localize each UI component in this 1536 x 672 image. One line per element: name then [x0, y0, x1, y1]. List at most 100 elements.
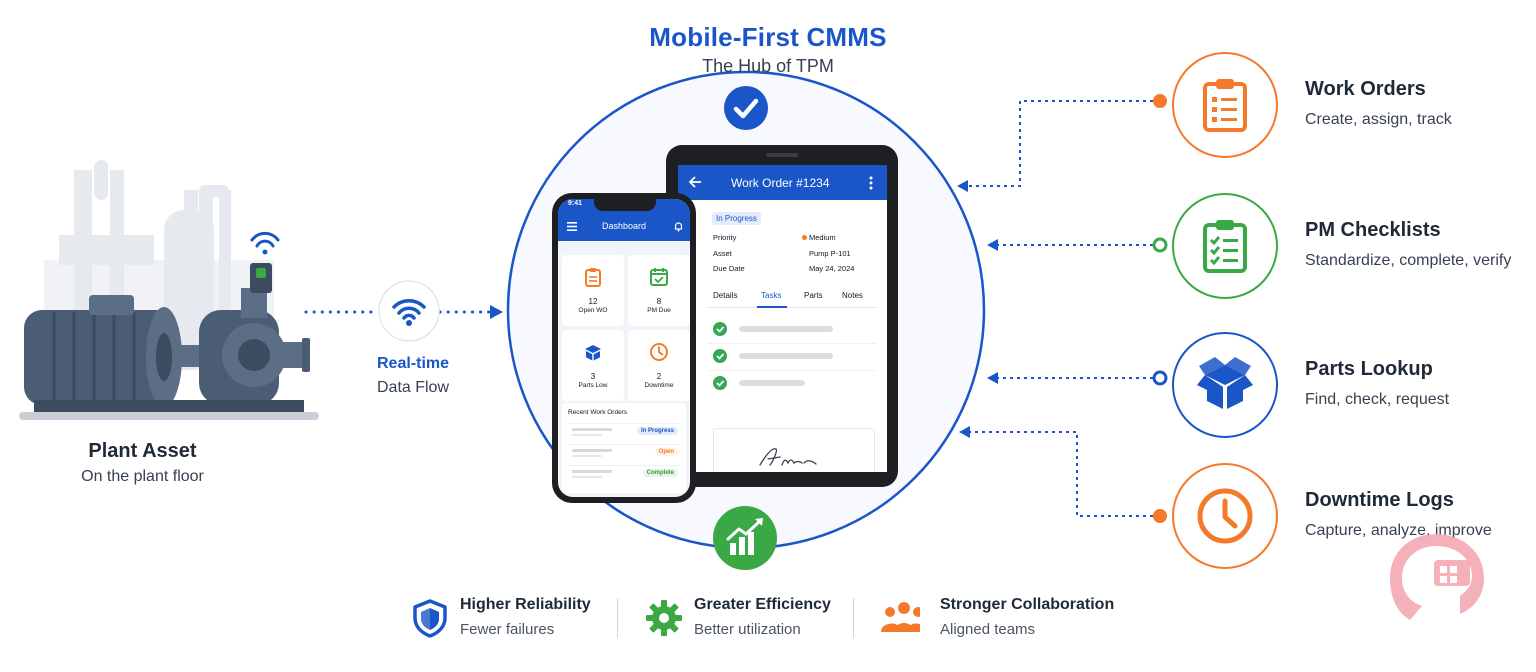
tile-label: Parts Low	[578, 382, 608, 389]
connector-dot-work-orders	[1153, 94, 1167, 108]
pump	[199, 263, 310, 405]
box-icon	[1197, 357, 1253, 409]
field-key: Asset	[713, 249, 732, 258]
phone-time: 9:41	[568, 200, 583, 207]
clock-icon	[1197, 488, 1253, 544]
clipboard-icon	[1203, 79, 1247, 132]
tile-parts-low[interactable]: 3 Parts Low	[562, 330, 624, 401]
feature-title: Parts Lookup	[1305, 358, 1433, 380]
feature-pm-checklists: PM Checklists Standardize, complete, ver…	[1172, 193, 1532, 303]
check-badge-icon	[724, 86, 768, 130]
tablet-device: Work Order #1234 In Progress Priority Me…	[666, 145, 898, 487]
list-item[interactable]: Complete	[568, 465, 680, 482]
benefit-title: Stronger Collaboration	[940, 596, 1115, 613]
tile-value: 12	[588, 297, 598, 306]
gear-icon	[646, 600, 682, 636]
benefit-collaboration: Stronger Collaboration Aligned teams	[880, 596, 1120, 642]
task-line	[739, 380, 805, 386]
box-icon	[585, 345, 601, 361]
calendar-check-icon	[650, 268, 668, 286]
growth-chart-icon	[713, 506, 777, 570]
status-badge: In Progress	[636, 427, 678, 435]
work-order-title: Work Order #1234	[731, 176, 830, 190]
clock-icon	[650, 343, 668, 361]
field-value: Pump P-101	[809, 249, 851, 258]
plant-asset-illustration	[19, 160, 319, 420]
status-badge: Complete	[642, 469, 678, 477]
divider	[853, 598, 854, 638]
tab-parts[interactable]: Parts	[804, 291, 823, 300]
tile-value: 3	[590, 372, 596, 381]
tablet-app-bar: Work Order #1234	[678, 165, 887, 200]
feature-title: PM Checklists	[1305, 219, 1441, 241]
team-icon	[881, 602, 920, 632]
priority-dot	[802, 235, 807, 240]
benefit-subtitle: Better utilization	[694, 621, 801, 638]
feature-icon-circle	[1172, 52, 1278, 158]
tab-tasks[interactable]: Tasks	[761, 291, 782, 300]
feature-downtime-logs: Downtime Logs Capture, analyze, improve	[1172, 463, 1532, 573]
phone-device: 9:41 Dashboard 12 Open WO	[552, 193, 696, 503]
list-item[interactable]: In Progress	[568, 423, 680, 440]
feature-subtitle: Standardize, complete, verify	[1305, 252, 1512, 269]
phone-app-bar: Dashboard	[558, 212, 690, 241]
field-value: Medium	[809, 233, 836, 242]
feature-icon-circle	[1172, 332, 1278, 438]
task-line	[739, 353, 833, 359]
feature-title: Work Orders	[1305, 78, 1426, 100]
feature-work-orders: Work Orders Create, assign, track	[1172, 52, 1532, 162]
tile-open-wo[interactable]: 12 Open WO	[562, 255, 624, 326]
back-arrow-icon[interactable]	[688, 176, 702, 188]
connector-dot-downtime-logs	[1153, 509, 1167, 523]
tile-downtime[interactable]: 2 Downtime	[628, 330, 690, 401]
field-key: Priority	[713, 233, 737, 242]
flow-title: Real-time	[376, 355, 450, 372]
shield-icon	[413, 599, 447, 638]
page-subtitle: The Hub of TPM	[702, 56, 834, 76]
connector-dot-pm-checklists	[1152, 237, 1168, 253]
tab-notes[interactable]: Notes	[842, 291, 863, 300]
benefit-title: Greater Efficiency	[694, 596, 831, 613]
asset-subtitle: On the plant floor	[81, 468, 204, 485]
flow-subtitle: Data Flow	[376, 379, 450, 396]
wifi-bubble-icon	[378, 280, 440, 342]
list-item[interactable]: Open	[568, 444, 680, 461]
feature-icon-circle	[1172, 193, 1278, 299]
bell-icon[interactable]	[674, 221, 683, 232]
phone-status-bar: 9:41	[558, 199, 690, 212]
page-title: Mobile-First CMMS	[649, 22, 887, 52]
asset-title: Plant Asset	[88, 440, 197, 462]
base-plate	[34, 400, 304, 414]
phone-screen: 9:41 Dashboard 12 Open WO	[558, 199, 690, 497]
signature-box[interactable]	[713, 428, 875, 472]
task-check-icon[interactable]	[713, 349, 727, 363]
dashboard-title: Dashboard	[601, 221, 647, 231]
feature-title: Downtime Logs	[1305, 489, 1454, 511]
benefit-reliability: Higher Reliability Fewer failures	[410, 596, 600, 642]
signature-icon	[759, 448, 817, 466]
tile-label: Downtime	[644, 382, 674, 389]
tile-pm-due[interactable]: 8 PM Due	[628, 255, 690, 326]
feature-subtitle: Create, assign, track	[1305, 111, 1452, 128]
menu-icon[interactable]	[567, 222, 577, 231]
tab-details[interactable]: Details	[713, 291, 738, 300]
clipboard-icon	[585, 268, 601, 287]
task-check-icon[interactable]	[713, 376, 727, 390]
tile-label: Open WO	[578, 307, 608, 314]
recent-title: Recent Work Orders	[568, 409, 628, 416]
tablet-screen: Work Order #1234 In Progress Priority Me…	[678, 165, 887, 472]
feature-parts-lookup: Parts Lookup Find, check, request	[1172, 332, 1532, 442]
watermark-logo-icon	[1390, 534, 1484, 620]
tile-label: PM Due	[647, 307, 671, 314]
connector-dot-parts-lookup	[1152, 370, 1168, 386]
benefit-subtitle: Fewer failures	[460, 621, 555, 638]
motor	[24, 295, 202, 407]
recent-work-orders: Recent Work Orders In Progress Open Comp…	[562, 403, 686, 493]
feature-subtitle: Find, check, request	[1305, 391, 1450, 408]
more-vert-icon[interactable]	[868, 176, 874, 190]
task-check-icon[interactable]	[713, 322, 727, 336]
status-badge: Open	[654, 448, 678, 456]
field-key: Due Date	[713, 264, 745, 273]
tile-value: 2	[656, 372, 662, 381]
divider	[617, 598, 618, 638]
